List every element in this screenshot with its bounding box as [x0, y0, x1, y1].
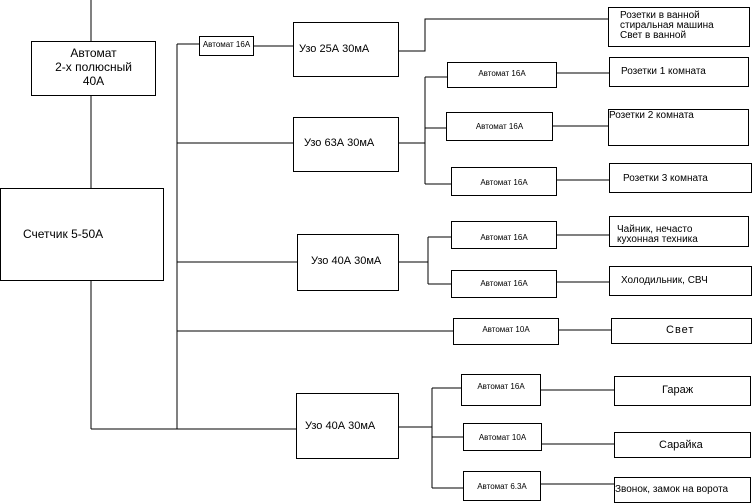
breaker-shed-label: Автомат 10А	[478, 433, 527, 442]
load-garage-box	[614, 376, 751, 406]
rcd-63a-box	[293, 117, 399, 172]
load-room1-label: Розетки 1 комната	[621, 66, 706, 77]
breaker-fridge-box	[451, 270, 557, 298]
breaker-garage-box	[461, 374, 541, 406]
breaker-light-box	[453, 318, 559, 345]
load-bathroom-box	[608, 7, 750, 47]
main-breaker-box	[31, 41, 156, 96]
load-room2-label: Розетки 2 комната	[609, 110, 694, 121]
load-room3-label: Розетки 3 комната	[623, 173, 708, 184]
load-fridge-box	[609, 266, 752, 296]
breaker-room2-label: Автомат 16А	[475, 122, 524, 131]
rcd-63a-label: Узо 63А 30мА	[304, 137, 375, 149]
meter-box	[0, 188, 164, 281]
breaker-bath-box	[199, 36, 254, 56]
breaker-room1-label: Автомат 16А	[478, 69, 526, 78]
load-bell-label: Звонок, замок на ворота	[615, 484, 729, 495]
load-garage-label: Гараж	[662, 384, 694, 396]
rcd-40a-kitchen-label: Узо 40А 30мА	[311, 255, 382, 267]
breaker-room3-label: Автомат 16А	[480, 178, 528, 187]
breaker-bell-box	[463, 471, 541, 501]
breaker-garage-label: Автомат 16А	[477, 382, 525, 391]
rcd-40a-outbuildings-box	[296, 393, 399, 459]
main-breaker-label: Автомат 2-х полюсный 40А	[55, 46, 132, 88]
wire	[399, 18, 608, 52]
breaker-fridge-label: Автомат 16А	[480, 279, 528, 288]
breaker-room2-box	[446, 112, 553, 141]
breaker-kettle-box	[451, 221, 557, 249]
load-light-box	[611, 318, 752, 344]
load-kitchen-label: Чайник, нечасто кухонная техника	[617, 224, 698, 245]
load-kitchen-box	[609, 216, 749, 247]
breaker-room3-box	[451, 167, 557, 196]
load-room2-box	[608, 109, 749, 146]
load-bathroom-label: Розетки в ванной стиральная машина Свет …	[620, 10, 714, 41]
load-room1-box	[609, 57, 749, 87]
breaker-bell-label: Автомат 6.3А	[477, 482, 527, 491]
rcd-25a-label: Узо 25А 30мА	[299, 43, 370, 55]
breaker-light-label: Автомат 10А	[482, 325, 530, 334]
rcd-40a-kitchen-box	[297, 234, 399, 291]
breaker-shed-box	[463, 423, 542, 451]
breaker-kettle-label: Автомат 16А	[480, 233, 528, 242]
load-room3-box	[609, 163, 752, 193]
rcd-25a-box	[293, 22, 399, 77]
load-shed-box	[614, 432, 751, 458]
load-light-label: Свет	[666, 324, 695, 336]
load-fridge-label: Холодильник, СВЧ	[621, 275, 708, 286]
breaker-room1-box	[447, 62, 557, 88]
rcd-40a-outbuildings-label: Узо 40А 30мА	[305, 420, 376, 432]
load-shed-label: Сарайка	[659, 439, 703, 451]
breaker-bath-label: Автомат 16А	[202, 40, 251, 49]
meter-label: Счетчик 5-50А	[23, 227, 104, 241]
